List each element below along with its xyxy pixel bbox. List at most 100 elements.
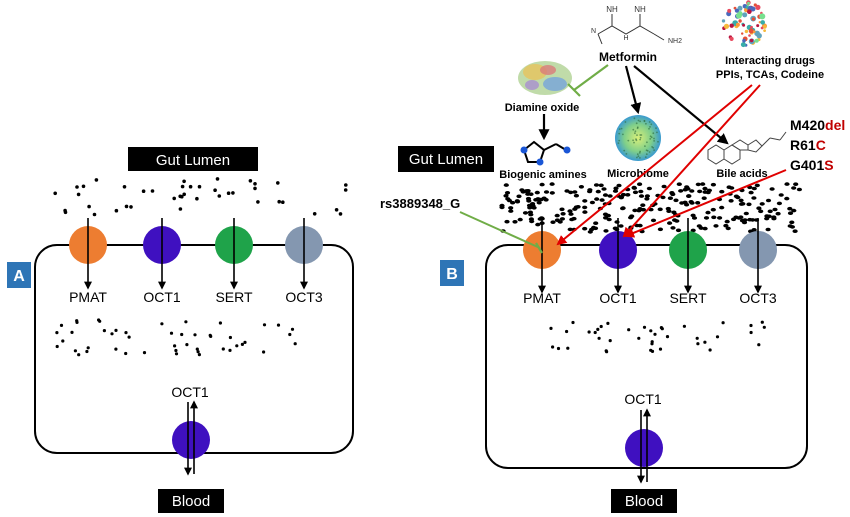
molecule-dot	[678, 189, 684, 193]
pill	[752, 30, 756, 33]
microbe-dot	[652, 146, 655, 149]
molecule-dot	[528, 212, 534, 217]
microbe-dot	[633, 117, 636, 120]
molecule-dot	[750, 218, 756, 222]
panel-a-gut-lumen-box	[128, 147, 258, 171]
variants-to-oct1-arrow	[624, 169, 787, 238]
interacting-drugs-pills-icon	[721, 0, 767, 48]
molecule-dot	[228, 335, 232, 340]
molecule-dot	[503, 194, 509, 198]
pill	[763, 29, 766, 32]
molecule-dot	[689, 201, 695, 205]
biogenic-amines-label: Biogenic amines	[499, 169, 586, 181]
molecule-dot	[644, 197, 650, 201]
molecule-dot	[102, 329, 106, 333]
molecule-dot	[640, 203, 646, 207]
molecule-dot	[262, 323, 267, 327]
microbe-dot	[650, 136, 653, 139]
molecule-dot	[566, 346, 570, 350]
molecule-dot	[173, 344, 177, 348]
molecule-dot	[593, 330, 597, 335]
microbe-dot	[652, 132, 655, 135]
pill	[742, 23, 746, 27]
molecule-dot	[769, 187, 775, 191]
svg-text:N: N	[591, 28, 596, 35]
molecule-dot	[719, 189, 725, 194]
molecule-dot	[675, 228, 682, 233]
microbe-dot	[645, 153, 648, 156]
molecule-dot	[519, 188, 525, 192]
molecule-dot	[504, 191, 511, 195]
molecule-dot	[649, 329, 653, 333]
microbe-dot	[639, 120, 641, 123]
molecule-dot	[535, 197, 541, 201]
molecule-dot	[653, 332, 657, 336]
molecule-dot	[728, 199, 734, 203]
pill	[751, 17, 756, 21]
microbe-dot	[639, 157, 641, 159]
molecule-dot	[195, 347, 199, 351]
panel-a-cytoplasm-molecules	[55, 318, 297, 357]
molecule-dot	[63, 210, 68, 215]
molecule-dot	[628, 215, 634, 220]
panel-b-cytoplasm-molecules	[549, 320, 766, 354]
molecule-dot	[605, 213, 612, 218]
molecule-dot	[582, 226, 588, 231]
molecule-dot	[758, 209, 764, 214]
pill	[741, 32, 744, 35]
pill	[737, 5, 743, 11]
molecule-dot	[564, 189, 570, 193]
microbe-dot	[655, 127, 657, 129]
bile-acids-label: Bile acids	[716, 168, 767, 180]
panel-b-lumen-molecules	[499, 182, 803, 234]
molecule-dot	[504, 219, 510, 224]
molecule-dot	[738, 215, 744, 219]
molecule-dot	[657, 227, 664, 232]
molecule-dot	[549, 182, 555, 186]
microbe-dot	[623, 149, 626, 152]
molecule-dot	[791, 186, 797, 190]
molecule-dot	[182, 179, 186, 184]
svg-text:NH2: NH2	[668, 38, 682, 45]
molecule-dot	[665, 335, 670, 339]
microbe-dot	[618, 139, 621, 142]
variant-label: R61C	[790, 137, 826, 153]
microbe-dot	[634, 132, 636, 135]
molecule-dot	[620, 206, 626, 210]
microbiome-texture	[617, 117, 659, 159]
molecule-dot	[172, 196, 176, 201]
molecule-dot	[288, 332, 292, 337]
molecule-dot	[638, 189, 644, 194]
molecule-dot	[582, 199, 588, 203]
molecule-dot	[160, 322, 164, 326]
molecule-dot	[344, 183, 348, 187]
molecule-dot	[703, 340, 707, 344]
panel-b-blood: Blood	[625, 493, 663, 510]
pill	[749, 38, 754, 43]
molecule-dot	[543, 190, 550, 194]
molecule-dot	[195, 196, 199, 201]
molecule-dot	[539, 182, 545, 187]
molecule-dot	[650, 218, 657, 223]
molecule-dot	[209, 334, 213, 338]
molecule-dot	[217, 194, 222, 198]
microbe-dot	[622, 133, 624, 136]
microbe-dot	[646, 149, 649, 152]
molecule-dot	[595, 189, 601, 194]
variant-label: G401S	[790, 157, 834, 173]
molecule-dot	[554, 213, 560, 218]
molecule-dot	[607, 194, 613, 198]
molecule-dot	[578, 185, 585, 189]
molecule-dot	[738, 198, 744, 203]
molecule-dot	[710, 207, 716, 212]
molecule-dot	[559, 217, 566, 221]
molecule-dot	[749, 330, 753, 335]
metformin-to-bile-acids-arrow	[633, 65, 729, 145]
molecule-dot	[512, 220, 518, 224]
panel-b-basolateral-label: OCT1	[624, 391, 662, 407]
molecule-dot	[735, 195, 741, 200]
molecule-dot	[676, 182, 682, 186]
molecule-dot	[499, 203, 505, 208]
molecule-dot	[721, 321, 725, 325]
